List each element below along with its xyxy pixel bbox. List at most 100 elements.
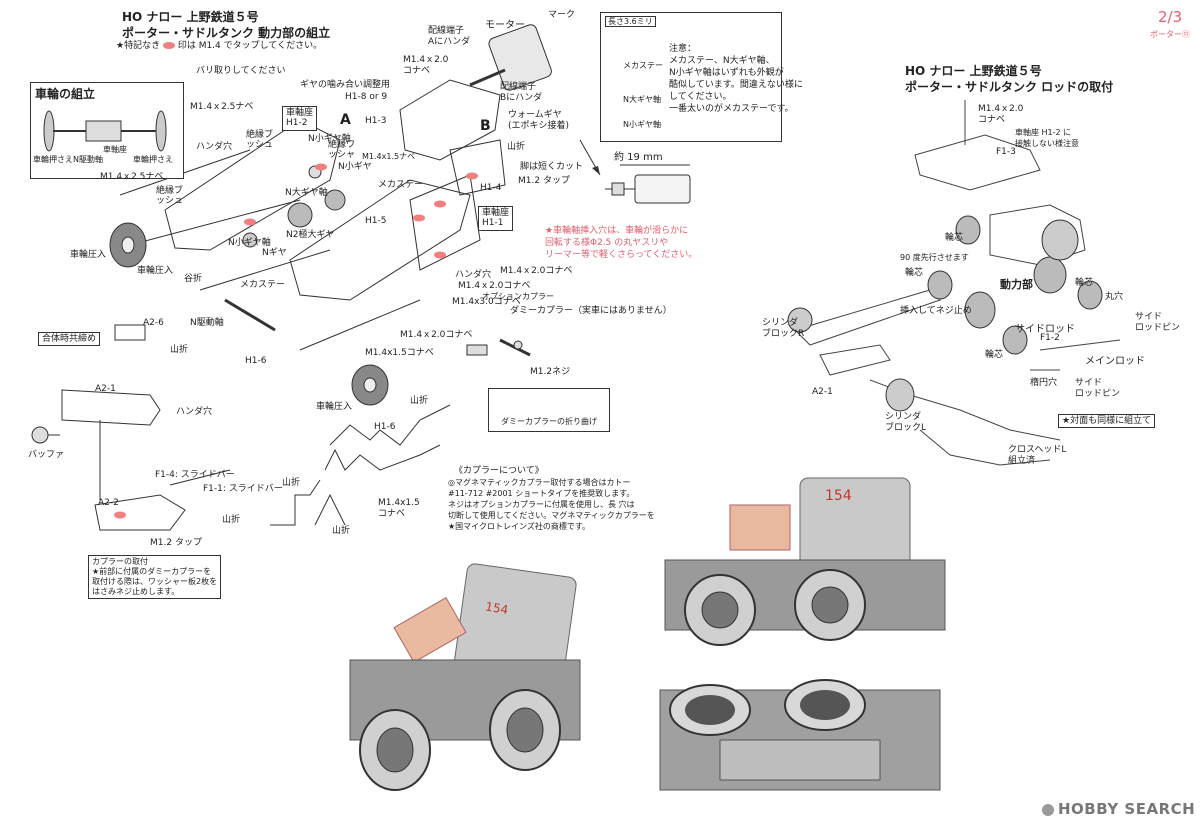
label-screw: M1.4ｘ2.5ナベ <box>100 172 164 182</box>
label-mecha-stay: メカステー <box>240 280 286 290</box>
photo-left: 154 <box>349 563 581 791</box>
label-n-small-gear: N小ギヤ <box>338 162 372 172</box>
bracket-h14 <box>449 139 506 196</box>
label-valley-fold: 谷折 <box>184 274 203 284</box>
label-wheel-press: 車輪圧入 <box>316 402 353 412</box>
rod-cylinder-l: シリンダ <box>885 412 922 422</box>
label-deburr: バリ取りしてください <box>196 66 286 76</box>
label-insulating-bush: 絶縁ブッシュ <box>156 186 184 207</box>
label-screw-type: コナベ <box>378 509 406 519</box>
rod-part-f12: F1-2 <box>1040 333 1060 343</box>
page-subtitle: ポーター⑪ <box>1150 30 1190 39</box>
dummy-bend-box: ダミーカプラーの折り曲げ <box>488 388 610 432</box>
n2-big-gear <box>287 202 313 228</box>
rod-cylinder-r: シリンダ <box>762 318 799 328</box>
label-epoxy: (エポキシ接着) <box>508 121 570 131</box>
label-letter-b: B <box>480 118 491 134</box>
label-mountain-fold: 山折 <box>170 345 189 355</box>
wheel-box-title: 車輪の組立 <box>35 87 96 101</box>
caution-mecha-stay: メカステー <box>623 61 663 70</box>
label-screw: M1.4x1.5コナベ <box>365 348 434 358</box>
motor-mount-plate <box>399 79 501 161</box>
rod-note: 車軸座 H1-2 に <box>1015 128 1072 137</box>
n-gear <box>242 232 258 248</box>
rod-crosshead: クロスヘッドL <box>1008 445 1067 455</box>
right-title-line2: ポーター・サドルタンク ロッドの取付 <box>905 80 1114 94</box>
label-mountain-fold: 山折 <box>332 526 351 536</box>
caution-n-small-axle: N小ギヤ軸 <box>623 120 661 129</box>
label-n-gear: Nギヤ <box>262 248 287 258</box>
rod-screw-type: コナベ <box>978 115 1006 125</box>
coupler-about: 《カプラーについて》 ◎マグネマティックカプラー取付する場合はカトー #11-7… <box>448 466 655 531</box>
label-option-coupler: オプションカプラー <box>482 292 554 301</box>
label-letter-a: A <box>340 112 351 128</box>
rod-crosshead-assembled: 組立済 <box>1008 456 1036 466</box>
label-screw-type: コナベ <box>403 66 431 76</box>
left-lower-drawing <box>31 324 231 531</box>
label-gear-adjust-part: H1-8 or 9 <box>345 92 388 102</box>
page-number: 2/3 <box>1158 8 1183 26</box>
label-insulating-bush: 絶縁ブッシュ <box>246 130 274 151</box>
bent-parts <box>270 404 451 526</box>
rod-wheel-center: 輪芯 <box>905 268 924 278</box>
wheel-box-label: 車輪押さえ <box>33 155 73 164</box>
label-terminal-b: 配線端子 <box>500 82 537 92</box>
label-mountain-fold: 山折 <box>507 142 526 152</box>
label-cut-leg: 脚は短くカット <box>520 162 584 172</box>
label-n-big-gear-axle: N大ギヤ軸 <box>285 188 328 198</box>
wheel-box-label: 車軸座 <box>103 145 127 154</box>
label-part-h16: H1-6 <box>245 356 267 366</box>
label-screw: M1.4x1.5 <box>378 498 420 508</box>
rod-power-unit: 動力部 <box>1000 278 1033 291</box>
label-screw: M1.4x3.0コナベ <box>452 297 521 307</box>
label-mountain-fold: 山折 <box>410 396 429 406</box>
caution-text: 注意： メカステー、N大ギヤ軸、 N小ギヤ軸はいずれも外観が 酷似しています。間… <box>669 44 803 114</box>
photo-right-bottom <box>659 679 941 791</box>
label-tap: M1.2 タップ <box>518 176 570 186</box>
motor-number-right: 154 <box>825 488 852 504</box>
label-part-h15: H1-5 <box>365 216 387 226</box>
label-common-fastening: 合体時共締め <box>38 332 101 347</box>
axle-block-h11 <box>409 174 481 271</box>
rod-drawing <box>794 100 1121 466</box>
label-screw: M1.4ｘ2.5ナベ <box>190 102 254 112</box>
label-screw: M1.4ｘ2.0コナベ <box>400 330 473 340</box>
rod-90deg: 90 度先行させます <box>900 253 969 262</box>
rod-side-pin: ロッドピン <box>1135 323 1181 333</box>
label-screw: M1.4x1.5ナベ <box>362 152 416 161</box>
rod-side-pin: サイド <box>1135 312 1163 322</box>
rod-wheels <box>787 215 1103 412</box>
label-insulating-washer: 絶縁ワッシャ <box>328 140 356 161</box>
motor-number-left: 154 <box>484 599 509 617</box>
rod-main-rod: メインロッド <box>1085 356 1145 367</box>
rod-part-f13: F1-3 <box>996 147 1016 157</box>
label-mountain-fold: 山折 <box>222 515 241 525</box>
n-small-gear <box>324 189 346 211</box>
left-title-note: ★特記なき 印は M1.4 でタップしてください。 <box>116 41 323 51</box>
label-mecha-stay: メカステー <box>378 180 424 190</box>
label-screw: M1.4ｘ2.0コナベ <box>458 281 531 291</box>
label-n-small-gear-axle: N小ギヤ軸 <box>308 134 351 144</box>
label-n-drive-axle: N駆動軸 <box>190 318 224 328</box>
label-wheel-press: 車輪圧入 <box>137 266 174 276</box>
tap-mark-icon <box>162 42 175 49</box>
rod-wheel-center: 輪芯 <box>945 233 964 243</box>
label-dummy-coupler: ダミーカプラー（実車にはありません） <box>510 306 672 316</box>
label-terminal-a: 配線端子 <box>428 26 465 36</box>
right-title-line1: HO ナロー 上野鉄道５号 <box>905 64 1042 78</box>
label-approx-19mm: 約 19 mm <box>614 152 663 163</box>
tap-marks <box>114 163 478 519</box>
label-mark: マーク <box>548 10 576 20</box>
dummy-coupler <box>466 338 531 357</box>
label-part-a26: A2-6 <box>143 318 164 328</box>
label-n2-big-gear: N2極大ギヤ <box>286 230 335 240</box>
rod-side-pin: サイド <box>1075 378 1103 388</box>
rod-oval-hole: 楕円穴 <box>1030 378 1058 388</box>
label-buffer: バッファ <box>28 450 65 460</box>
rod-opposite-note: ★対面も同様に組立て <box>1058 414 1156 429</box>
rod-part-a21: A2-1 <box>812 387 833 397</box>
left-title-line2: ポーター・サドルタンク 動力部の組立 <box>122 26 331 40</box>
label-screw: M1.4ｘ2.0コナベ <box>500 266 573 276</box>
label-terminal-a-solder: Aにハンダ <box>428 37 471 47</box>
label-screw: M1.4ｘ2.0 <box>403 55 449 65</box>
